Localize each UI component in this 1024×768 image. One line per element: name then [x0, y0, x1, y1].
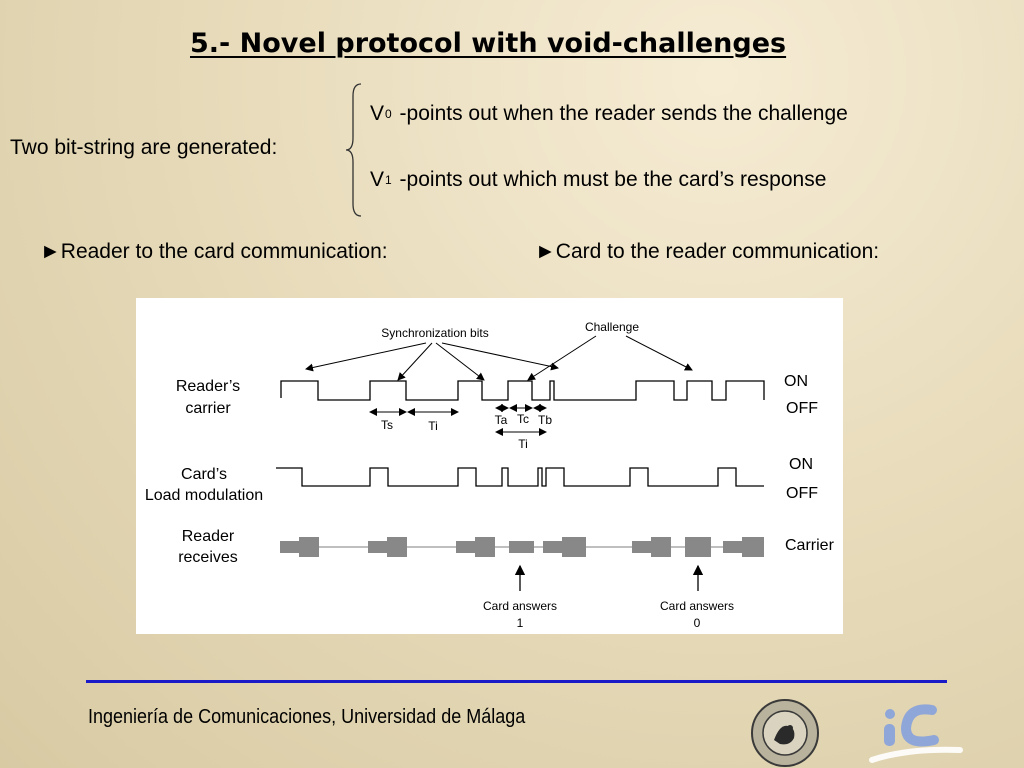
state-carrier: Carrier [785, 537, 835, 554]
ti-label: Ti [428, 419, 438, 433]
sync-arrow-1 [305, 342, 427, 372]
ts-label: Ts [381, 418, 393, 432]
v0-symbol: V [370, 102, 385, 125]
state-off-1: OFF [786, 400, 818, 417]
v1-text: -points out which must be the card’s res… [399, 168, 827, 191]
label-reader-receives-line2: receives [178, 549, 238, 566]
challenge-arrow-2 [625, 335, 693, 371]
state-on-1: ON [784, 373, 808, 390]
ti2-label: Ti [518, 437, 528, 451]
answer0-label: Card answers [660, 599, 734, 613]
challenge-arrow-1 [527, 335, 597, 381]
card-load-waveform [276, 467, 764, 487]
timing-diagram: Reader’s carrier Card’s Load modulation … [136, 298, 843, 634]
tb-label: Tb [538, 413, 552, 427]
label-readers-carrier-line2: carrier [185, 400, 231, 417]
bullet-card-to-reader: ►Card to the reader communication: [535, 240, 880, 263]
v1-subscript: 1 [385, 173, 392, 187]
readers-carrier-waveform [280, 380, 765, 401]
v0-subscript: 0 [385, 107, 392, 121]
challenge-label: Challenge [585, 320, 639, 334]
received-bursts [280, 537, 764, 557]
sync-arrow-3 [435, 342, 485, 381]
bullet-reader-to-card: ►Reader to the card communication: [40, 240, 388, 263]
answer1-value: 1 [517, 616, 524, 630]
university-seal-icon [751, 699, 819, 767]
sync-bits-label: Synchronization bits [381, 326, 488, 340]
footer-divider [86, 680, 947, 683]
answer0-value: 0 [694, 616, 701, 630]
ic-logo-icon [869, 704, 963, 763]
tc-label: Tc [517, 412, 529, 426]
sync-arrow-2 [397, 342, 433, 381]
footer-text: Ingeniería de Comunicaciones, Universida… [88, 706, 526, 728]
ta-label: Ta [495, 413, 508, 427]
label-reader-receives-line1: Reader [182, 528, 235, 545]
v1-symbol: V [370, 168, 385, 191]
intro-text: Two bit-string are generated: [10, 136, 278, 159]
state-on-2: ON [789, 456, 813, 473]
curly-brace-icon [345, 83, 362, 217]
state-off-2: OFF [786, 485, 818, 502]
label-card-load-line1: Card’s [181, 466, 227, 483]
label-readers-carrier-line1: Reader’s [176, 378, 240, 395]
v0-text: -points out when the reader sends the ch… [399, 102, 848, 125]
v1-description: V1 -points out which must be the card’s … [370, 168, 826, 192]
sync-arrow-4 [441, 342, 559, 371]
slide-title: 5.- Novel protocol with void-challenges [190, 28, 787, 59]
label-card-load-line2: Load modulation [145, 487, 263, 504]
v0-description: V0 -points out when the reader sends the… [370, 102, 848, 126]
answer1-label: Card answers [483, 599, 557, 613]
